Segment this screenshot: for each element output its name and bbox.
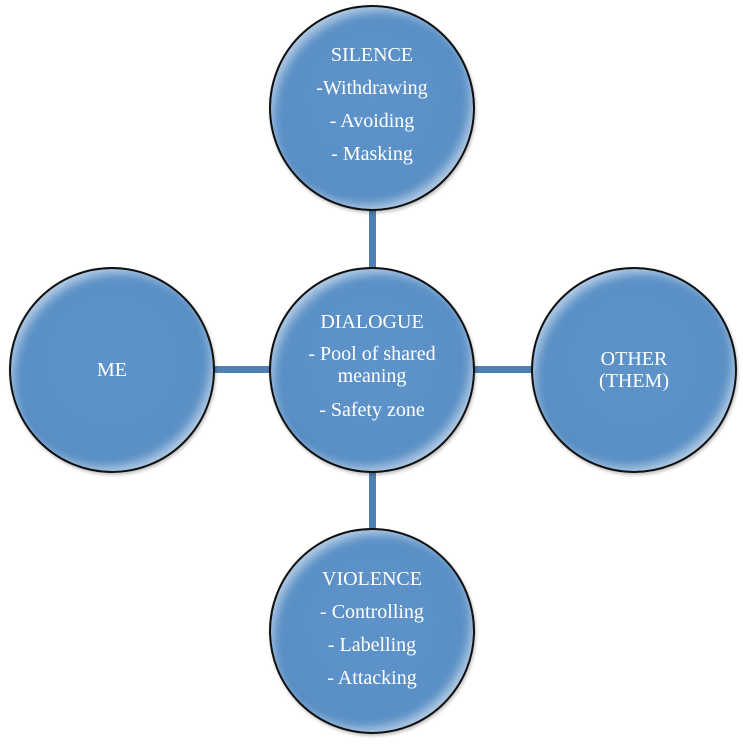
- node-other-subheading: (THEM): [599, 370, 669, 392]
- node-silence-item: -Withdrawing: [316, 77, 428, 99]
- node-silence: SILENCE -Withdrawing - Avoiding - Maskin…: [269, 5, 475, 211]
- node-violence-item: - Attacking: [327, 667, 417, 689]
- node-dialogue-item: - Pool of shared: [308, 343, 436, 365]
- connector-dialogue-violence: [369, 470, 376, 532]
- node-other-heading: OTHER: [600, 348, 668, 370]
- node-other: OTHER (THEM): [531, 267, 737, 473]
- node-silence-item: - Masking: [331, 143, 413, 165]
- connector-dialogue-silence: [369, 210, 376, 272]
- node-violence-item: - Labelling: [327, 634, 417, 656]
- node-dialogue: DIALOGUE - Pool of shared meaning - Safe…: [269, 267, 475, 473]
- connector-dialogue-me: [212, 366, 274, 373]
- node-violence: VIOLENCE - Controlling - Labelling - Att…: [269, 528, 475, 734]
- node-silence-item: - Avoiding: [329, 110, 415, 132]
- node-dialogue-heading: DIALOGUE: [320, 311, 424, 333]
- node-violence-heading: VIOLENCE: [322, 568, 422, 590]
- node-violence-item: - Controlling: [320, 601, 424, 623]
- node-me-heading: ME: [97, 358, 127, 381]
- node-dialogue-item: - Safety zone: [319, 399, 425, 421]
- node-me: ME: [9, 267, 215, 473]
- connector-dialogue-other: [470, 366, 534, 373]
- node-silence-heading: SILENCE: [330, 44, 414, 66]
- node-dialogue-item: meaning: [337, 365, 407, 387]
